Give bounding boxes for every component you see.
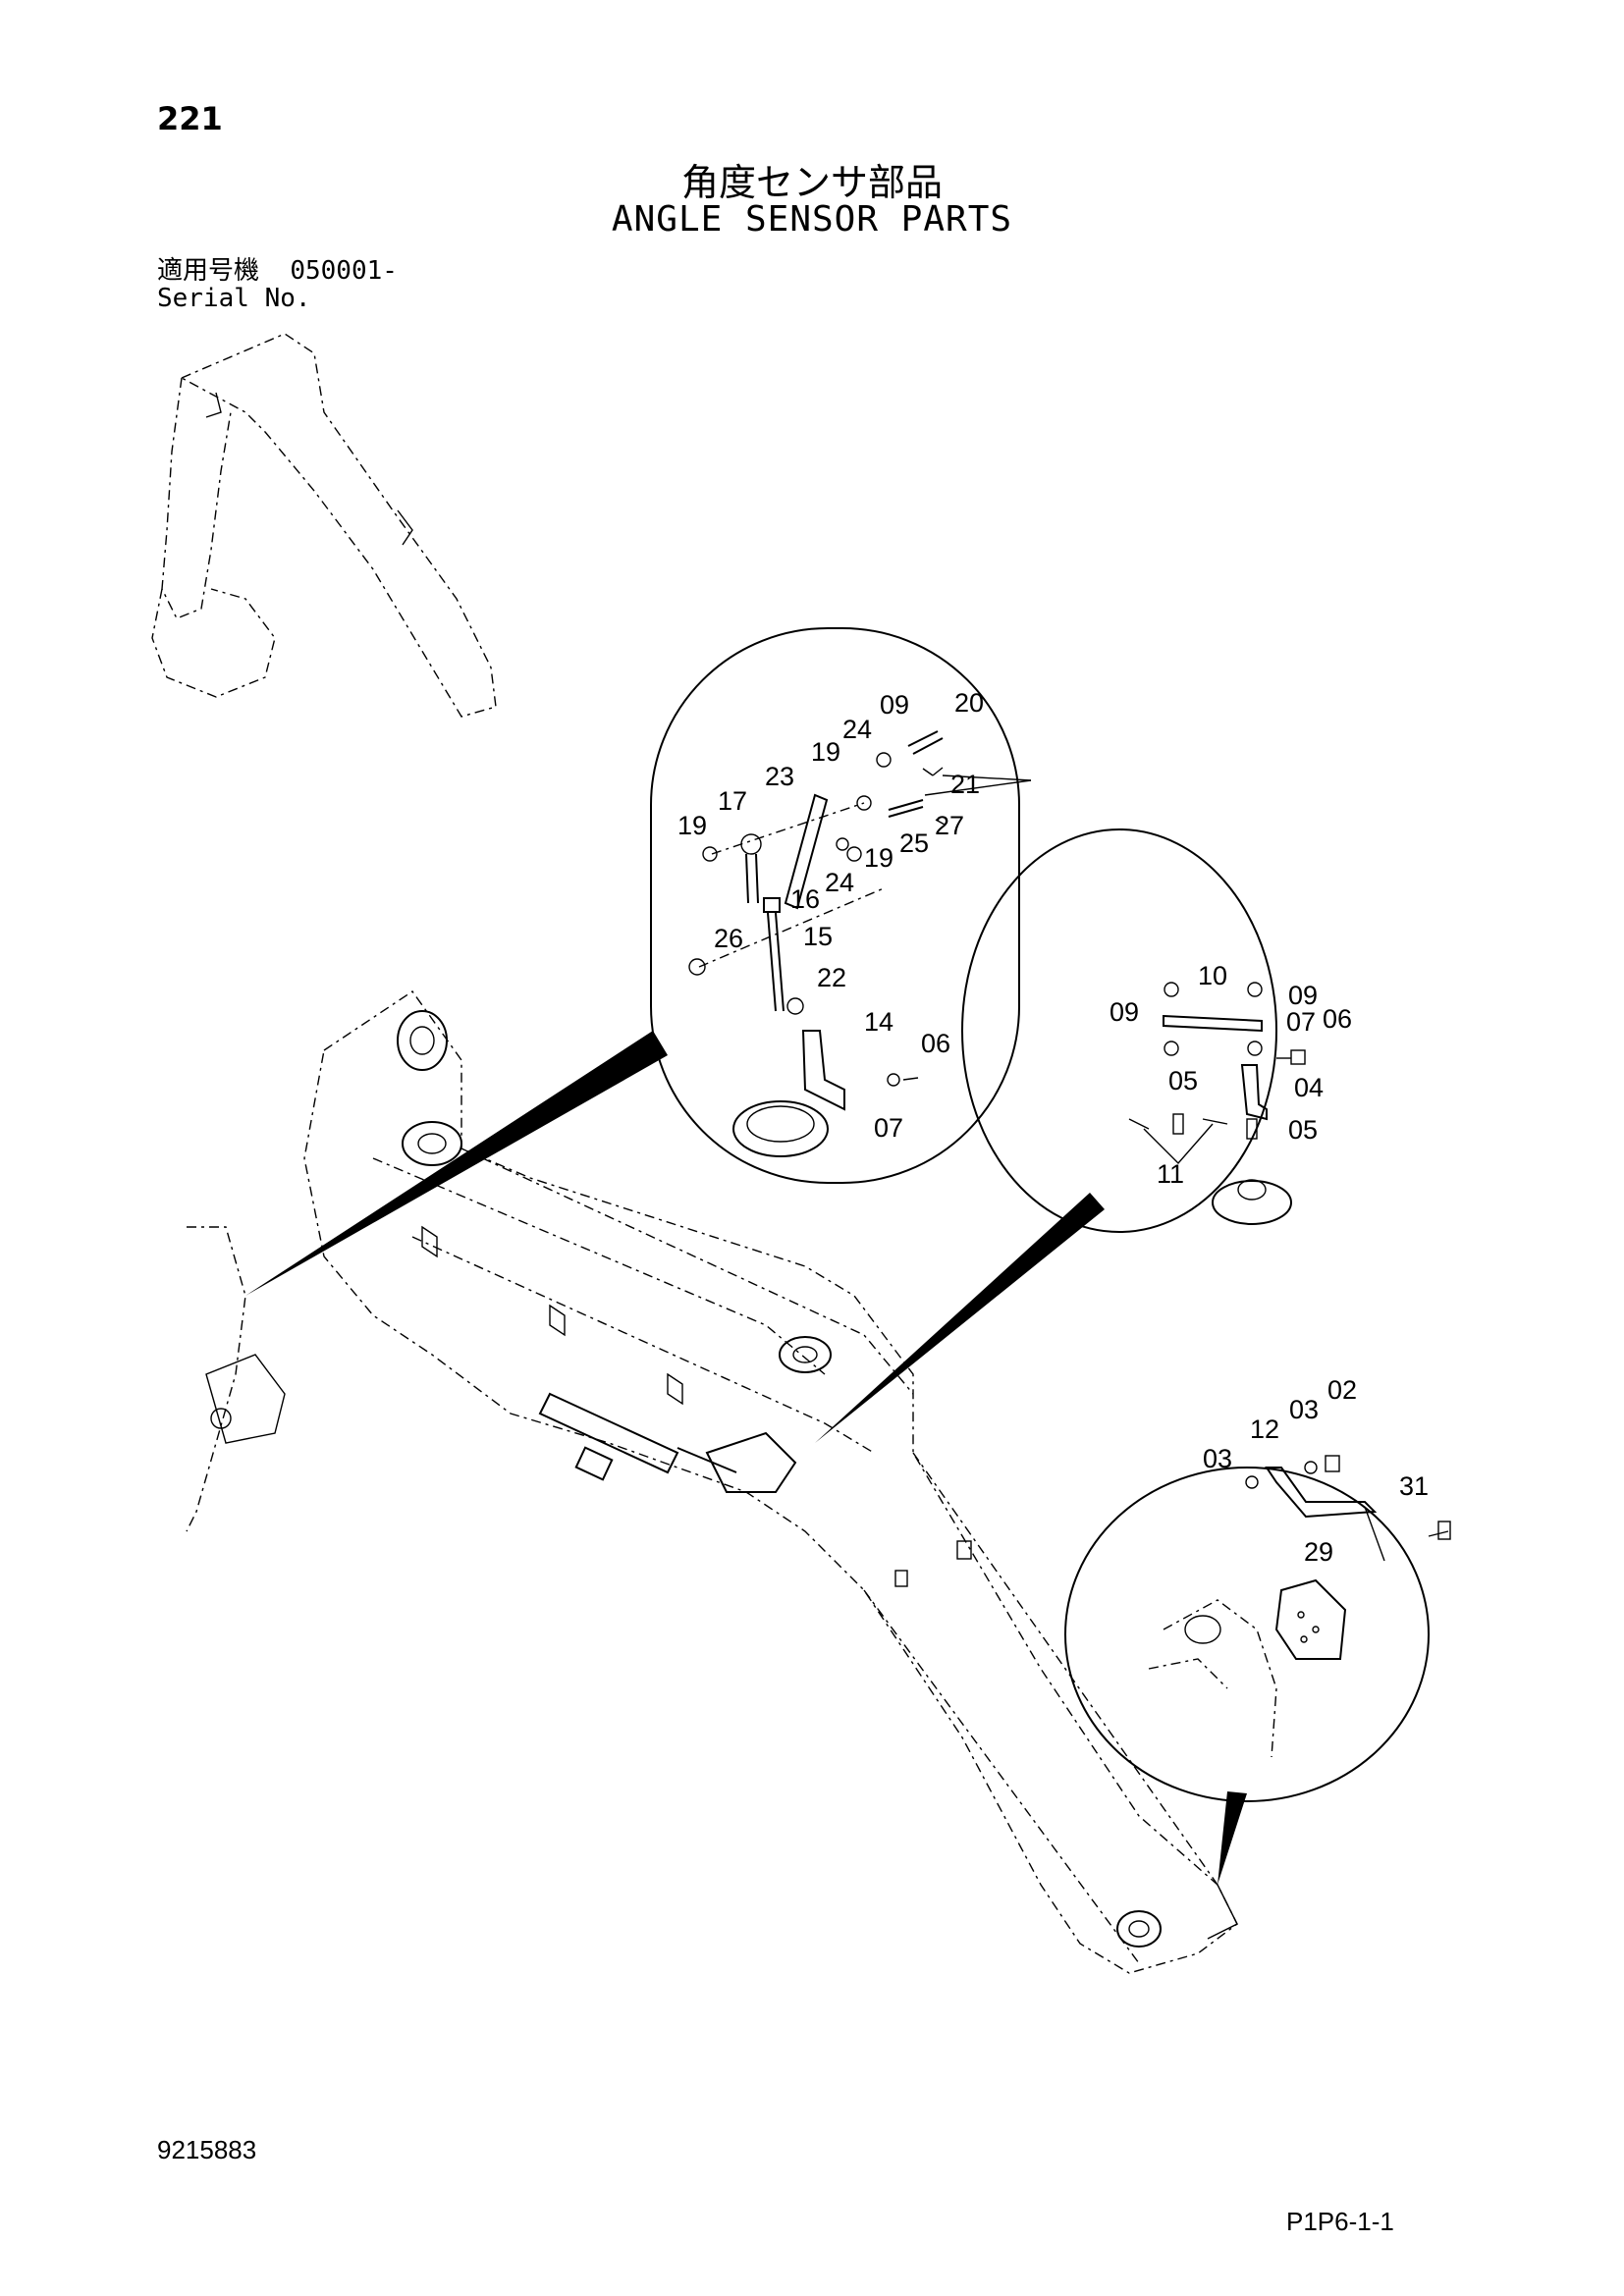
serial-label-japanese: 適用号機 (157, 256, 260, 286)
callout-06: 06 (1323, 1004, 1352, 1034)
callout-14: 14 (864, 1007, 893, 1037)
callout-26: 26 (714, 924, 743, 953)
callout-17: 17 (718, 786, 747, 816)
page-title: ANGLE SENSOR PARTS (611, 199, 1013, 240)
callout-19: 19 (811, 737, 840, 767)
page-title-japanese: 角度センサ部品 (680, 161, 943, 204)
detail-c-leader (1218, 1791, 1247, 1885)
callout-16: 16 (790, 884, 820, 914)
callout-31: 31 (1399, 1471, 1429, 1501)
callout-24: 24 (825, 868, 854, 897)
detail-circle-c: 02 03 12 03 31 29 (1064, 1375, 1451, 1802)
callout-04: 04 (1294, 1073, 1324, 1102)
serial-number-block: 適用号機 050001- Serial No. (157, 257, 398, 312)
serial-label: Serial No. (157, 284, 311, 313)
callout-09: 09 (880, 690, 909, 720)
callout-07: 07 (1286, 1007, 1316, 1037)
callout-03: 03 (1203, 1444, 1232, 1473)
callout-03: 03 (1289, 1395, 1319, 1424)
callout-05: 05 (1168, 1066, 1198, 1095)
callout-23: 23 (765, 762, 794, 791)
callout-21: 21 (950, 770, 980, 799)
callout-25: 25 (899, 828, 929, 858)
callout-15: 15 (803, 922, 833, 951)
serial-range: 050001- (290, 256, 398, 286)
detail-circle-a: 09 20 24 19 21 23 17 19 27 25 19 24 16 2… (650, 627, 1032, 1184)
callout-27: 27 (935, 811, 964, 840)
callout-20: 20 (954, 688, 984, 718)
callout-29: 29 (1304, 1537, 1333, 1567)
page-code: P1P6-1-1 (1286, 2207, 1394, 2236)
callout-22: 22 (817, 963, 846, 992)
overview-thumbnail (151, 333, 497, 718)
callout-19: 19 (677, 811, 707, 840)
callout-07: 07 (874, 1113, 903, 1143)
callout-11: 11 (1157, 1159, 1184, 1189)
callout-02: 02 (1327, 1375, 1357, 1405)
callout-09: 09 (1110, 997, 1139, 1027)
callout-12: 12 (1250, 1415, 1279, 1444)
boom-assembly (186, 990, 1238, 1974)
callout-19: 19 (864, 843, 893, 873)
callout-09: 09 (1288, 981, 1318, 1010)
detail-circle-b: 10 09 09 07 06 04 05 05 11 (961, 828, 1352, 1233)
detail-b-leader (815, 1193, 1105, 1443)
page-number: 221 (157, 100, 223, 137)
document-number: 9215883 (157, 2135, 257, 2164)
callout-05: 05 (1288, 1115, 1318, 1145)
callout-10: 10 (1198, 961, 1227, 990)
callout-24: 24 (842, 715, 872, 744)
detail-a-leader (245, 1031, 668, 1296)
callout-06: 06 (921, 1029, 950, 1058)
